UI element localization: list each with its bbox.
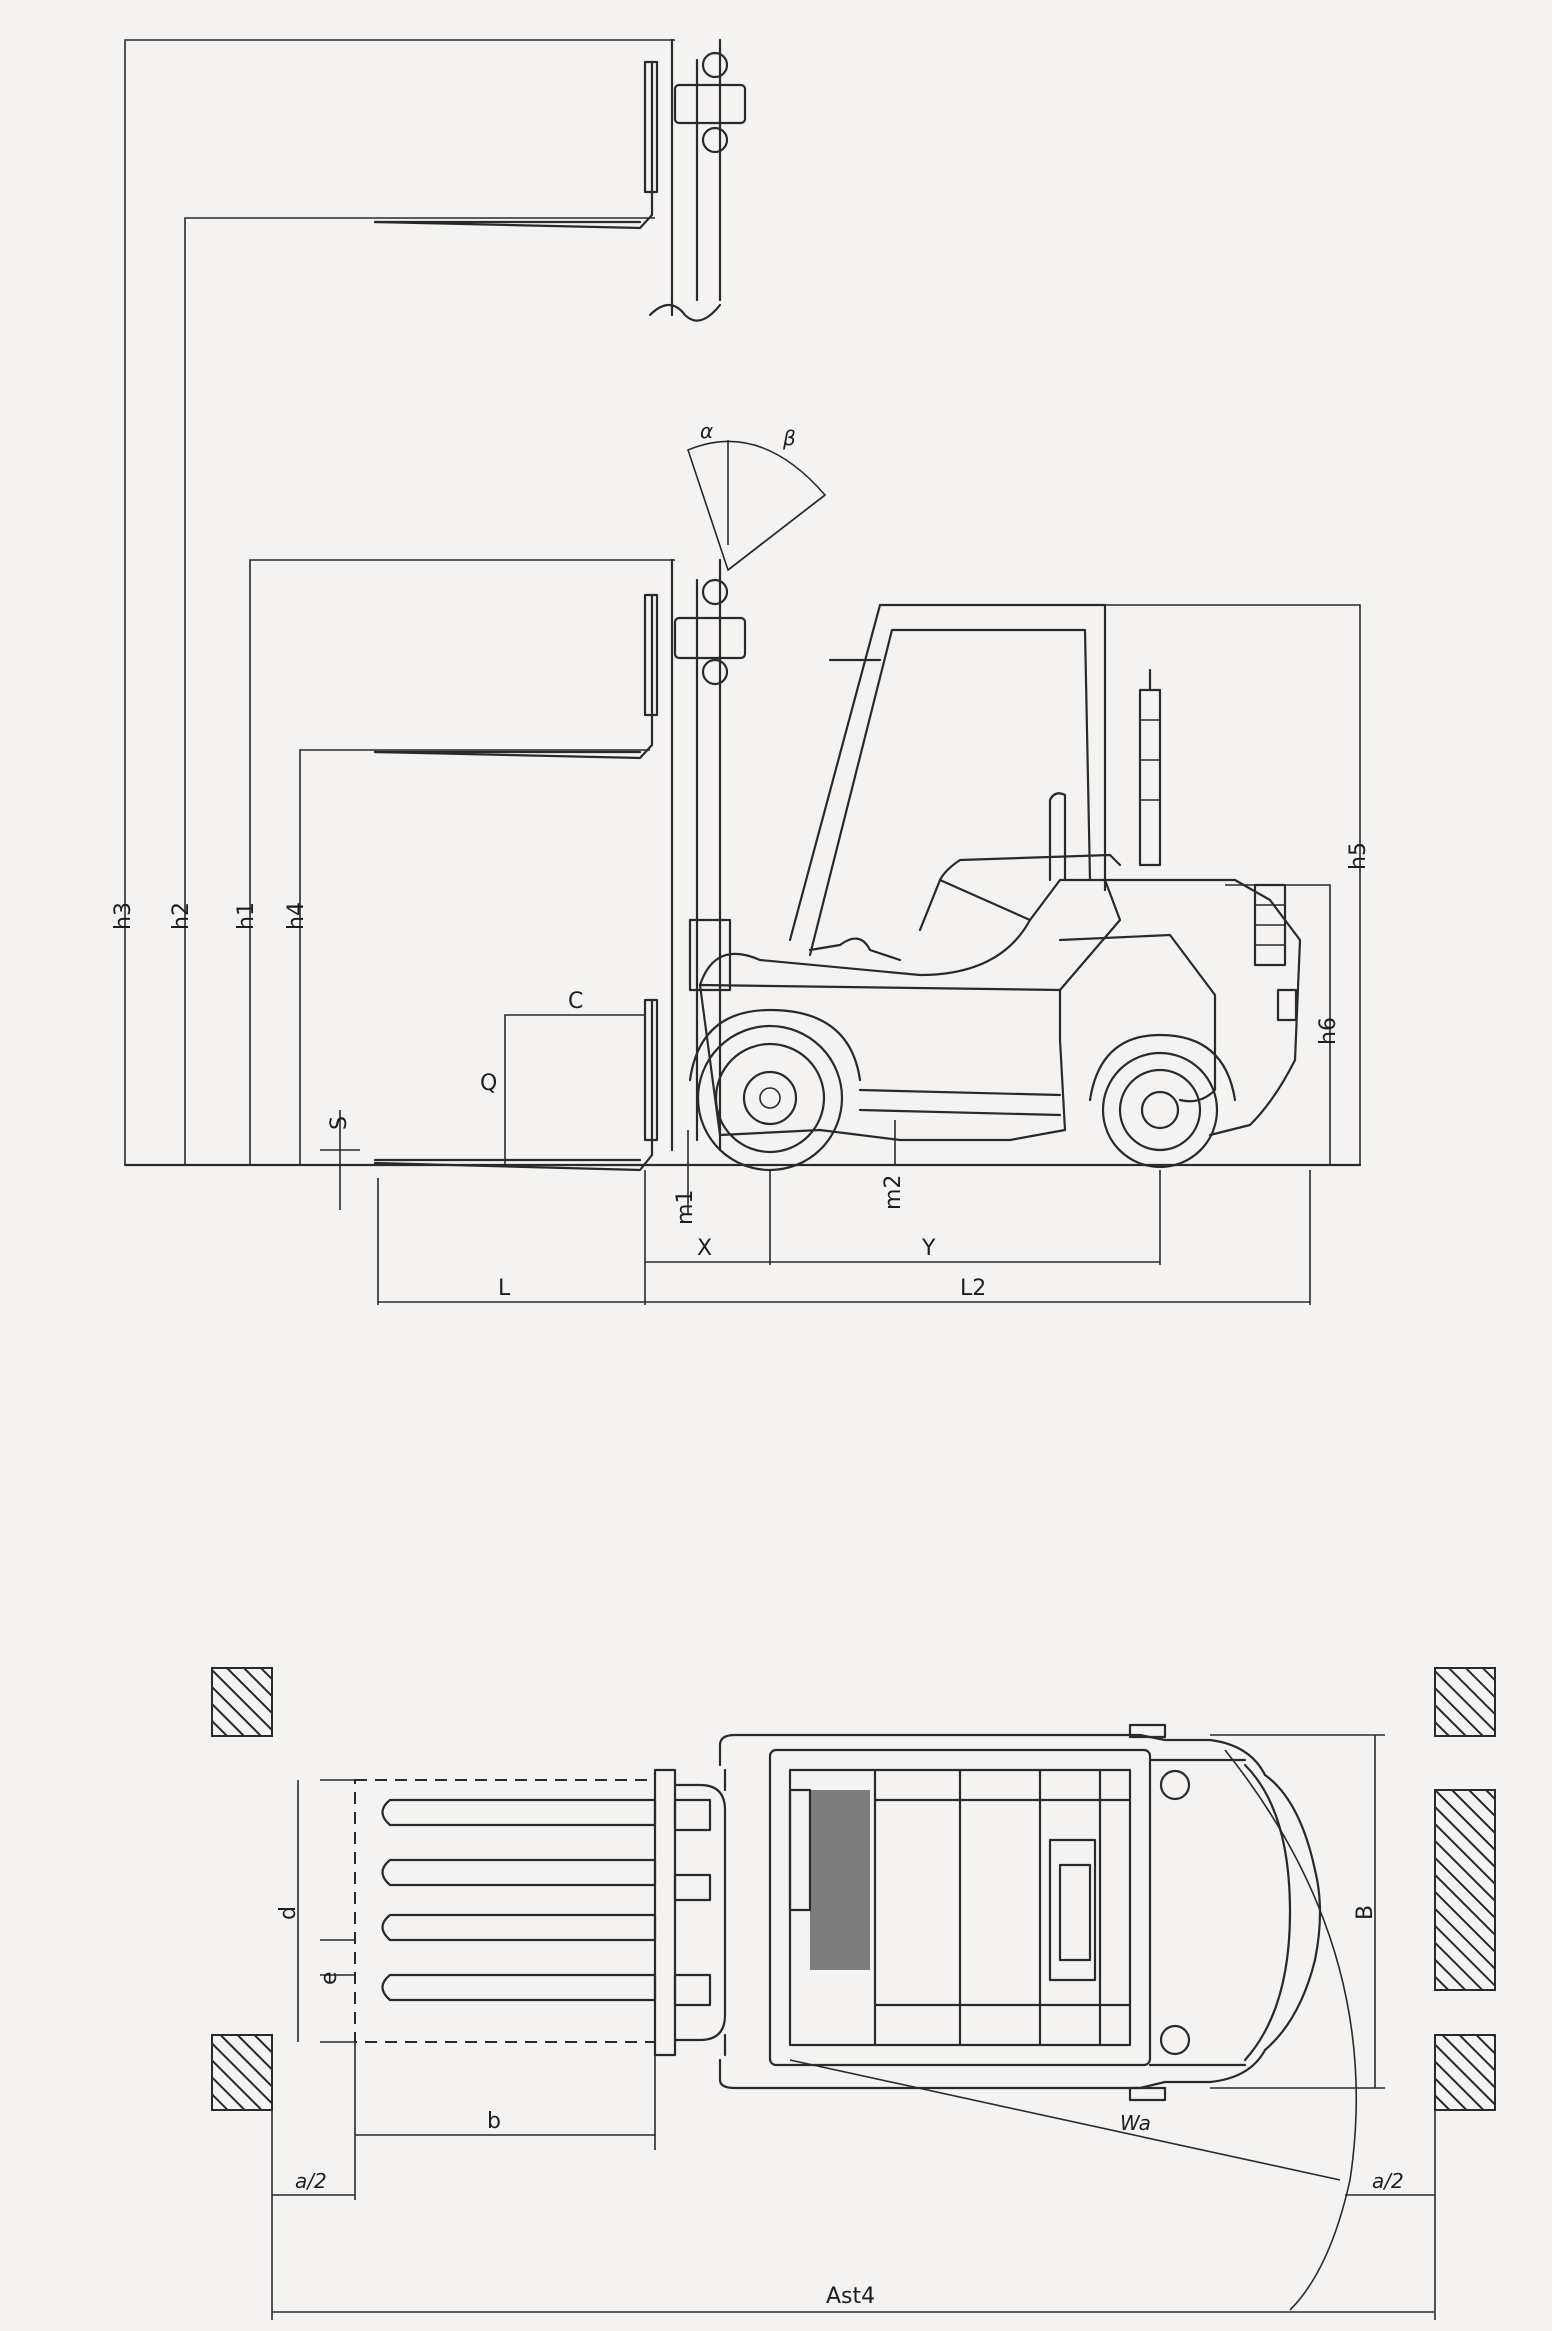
wa-radius-line — [789, 2059, 1341, 2181]
side-view: h3 h2 h1 h4 h5 h6 α β C Q S m1 m2 X Y L … — [111, 38, 1371, 1305]
label-b: b — [487, 2109, 501, 2134]
h3-line — [124, 39, 675, 1165]
label-h4: h4 — [284, 902, 309, 930]
rear-wheel — [1088, 1033, 1237, 1169]
label-B: B — [1353, 1905, 1378, 1920]
label-d: d — [276, 1906, 301, 1920]
length-dimensions — [320, 1110, 1311, 1305]
label-L: L — [498, 1276, 511, 1301]
label-h1: h1 — [234, 902, 259, 930]
height-dimension-lines — [124, 39, 1361, 1165]
label-L2: L2 — [960, 1276, 986, 1301]
rack-block-middle-right — [1434, 1789, 1496, 1991]
h2-line — [184, 217, 655, 1165]
h6-line — [1225, 884, 1331, 1165]
lowered-mast — [373, 558, 747, 1172]
label-m1: m1 — [673, 1190, 698, 1225]
label-alpha: α — [700, 419, 713, 443]
label-h5: h5 — [1346, 842, 1371, 870]
truck-body-top — [718, 1723, 1322, 2102]
turning-arc — [1224, 1749, 1358, 2311]
label-e: e — [317, 1971, 342, 1985]
label-h3: h3 — [111, 902, 136, 930]
label-Q: Q — [480, 1071, 497, 1096]
h1-line — [249, 559, 675, 1165]
tilt-angle-symbol — [687, 440, 827, 572]
load-center-box — [504, 1014, 645, 1165]
label-Wa: Wa — [1120, 2111, 1151, 2135]
raised-mast — [373, 38, 747, 322]
rack-block-bottom-right — [1434, 2034, 1496, 2111]
fork-carriage — [653, 1768, 727, 2057]
top-view-dimensions — [271, 1734, 1436, 2320]
rack-block-bottom-left — [211, 2034, 273, 2111]
h5-line — [1095, 604, 1361, 1165]
label-beta: β — [782, 426, 796, 450]
label-Ast4: Ast4 — [826, 2284, 875, 2309]
forks — [381, 1798, 657, 2002]
top-view: d e b B Wa a/2 a/2 Ast4 — [211, 1667, 1496, 2320]
label-S: S — [327, 1116, 352, 1130]
label-C: C — [568, 989, 583, 1014]
label-a2-right: a/2 — [1372, 2169, 1404, 2193]
rack-block-top-right — [1434, 1667, 1496, 1737]
label-h6: h6 — [1316, 1017, 1341, 1045]
label-Y: Y — [921, 1236, 936, 1261]
label-a2-left: a/2 — [295, 2169, 327, 2193]
rack-block-top-left — [211, 1667, 273, 1737]
pallet-outline — [354, 1779, 656, 2043]
overhead-guard — [788, 603, 1162, 962]
label-X: X — [697, 1236, 712, 1261]
label-m2: m2 — [881, 1175, 906, 1210]
front-wheel — [688, 1008, 862, 1172]
h4-line — [299, 749, 650, 1165]
truck-body — [698, 853, 1302, 1142]
label-h2: h2 — [169, 902, 194, 930]
